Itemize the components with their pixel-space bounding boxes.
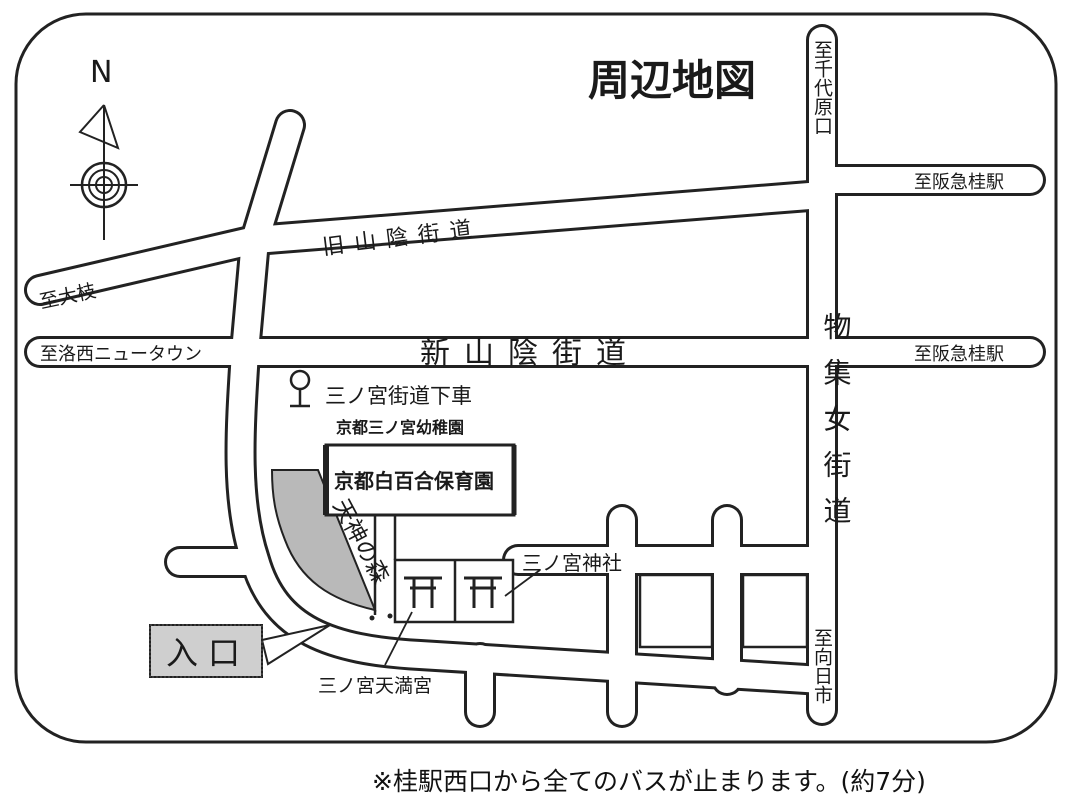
- direction-hankyu-top: 至阪急桂駅: [914, 172, 1004, 193]
- direction-hankyu-mid: 至阪急桂駅: [914, 344, 1004, 365]
- footnote: ※桂駅西口から全てのバスが止まります。(約7分): [372, 767, 926, 796]
- road-network: [24, 24, 1046, 728]
- compass-north-label: N: [90, 55, 112, 90]
- torii-icon: [464, 576, 502, 608]
- road-label-new-sanin: 新山陰街道: [420, 336, 640, 371]
- road-label-monoshume: 物集女街道: [820, 312, 853, 542]
- block-se-2: [741, 573, 809, 649]
- kindergarten-label: 京都三ノ宮幼稚園: [336, 418, 464, 437]
- direction-chiyohara: 至千代原口: [811, 40, 833, 135]
- map-title: 周辺地図: [588, 56, 756, 105]
- tenjin-forest: [270, 469, 377, 612]
- entrance-label: 入口: [166, 634, 250, 672]
- bus-stop-icon: [289, 369, 311, 408]
- shrine-label: 三ノ宮神社: [522, 551, 622, 575]
- bus-stop-label: 三ノ宮街道下車: [325, 384, 472, 408]
- area-map: N 周辺地図 旧山陰街道 新山陰街道 物集女街道 至大枝 至洛西ニュータウン 至…: [14, 12, 1058, 744]
- entrance-marker: [149, 624, 331, 678]
- nursery-label: 京都白百合保育園: [334, 469, 494, 493]
- tenmangu-label: 三ノ宮天満宮: [318, 675, 432, 697]
- direction-muko: 至向日市: [811, 628, 833, 704]
- block-se-1: [638, 573, 714, 649]
- compass-icon: [70, 104, 138, 240]
- torii-icon: [404, 576, 442, 608]
- direction-rakusai: 至洛西ニュータウン: [40, 344, 202, 365]
